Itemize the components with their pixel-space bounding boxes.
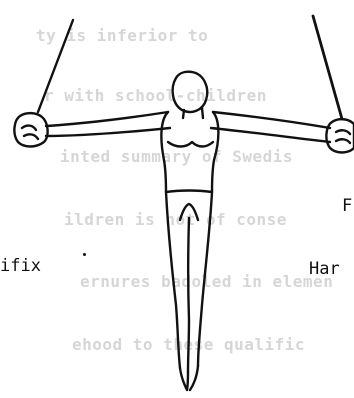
left-cable [38,20,73,112]
left-leg-outer [166,192,180,368]
figure-caption-edge: F [342,196,352,216]
left-fist [14,113,47,146]
right-arm-upper-edge [213,112,330,128]
chest-line [168,142,213,147]
right-fingers [336,130,350,143]
left-arm-upper-edge [46,112,168,126]
left-arm-lower-edge [46,128,170,136]
figure-caption-right: Har [309,259,340,279]
right-leg-outer [198,192,212,366]
left-fingers [22,126,38,139]
right-arm-lower-edge [211,128,330,142]
left-foot [180,368,188,390]
torso-left [161,112,168,192]
waist-line [166,191,212,193]
ink-dot [83,253,86,256]
torso-right [212,112,218,192]
right-fist [326,119,354,152]
right-foot [190,366,198,390]
head [173,72,208,112]
right-cable [313,16,342,119]
inner-leg-line [188,218,189,372]
figure-caption-left: ifix [0,256,41,276]
